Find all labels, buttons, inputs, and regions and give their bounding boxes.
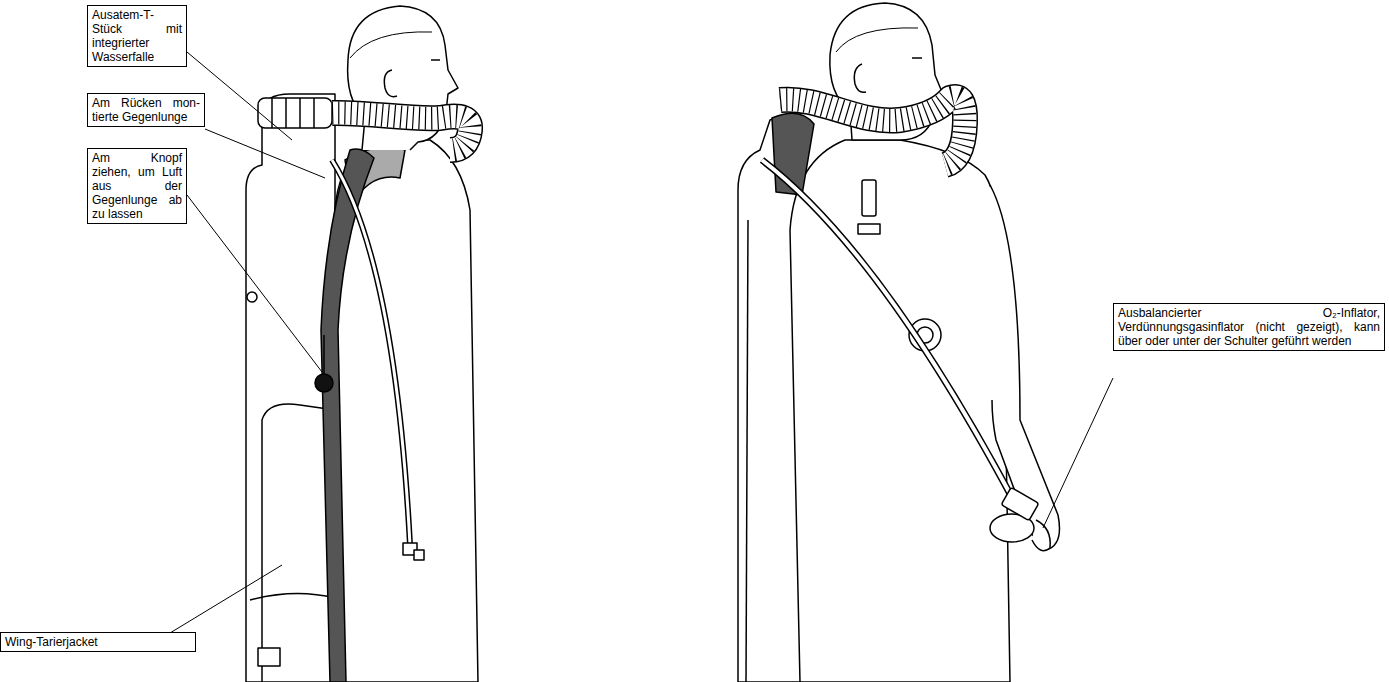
breathing-hose-ribs — [332, 113, 470, 150]
inflator-hose-outline — [762, 160, 1016, 505]
ear — [384, 70, 397, 97]
callout-box: Ausatem-T-Stück mit integrierter Wasserf… — [87, 5, 187, 67]
leader-line — [1043, 378, 1113, 528]
right-diver — [738, 3, 1060, 682]
callout-box: Wing-Tarierjacket — [0, 632, 196, 652]
eye — [431, 59, 440, 61]
strap-clip — [258, 648, 280, 666]
chest-buckle — [862, 180, 876, 216]
hairline — [350, 32, 432, 58]
wing-bcd — [246, 94, 335, 682]
eye — [912, 57, 922, 59]
hose-fill — [332, 160, 410, 545]
arm — [990, 185, 1060, 550]
hose-fitting — [414, 550, 424, 560]
callout-text: Am Knopf ziehen, um Luft aus der Gegenlu… — [92, 151, 182, 221]
ear — [854, 64, 866, 92]
t-piece-ring — [285, 98, 287, 128]
hairline — [836, 28, 918, 52]
leader-line — [170, 565, 282, 633]
callout-text: Wing-Tarierjacket — [5, 635, 191, 649]
torso — [334, 140, 478, 682]
leader-line — [187, 195, 322, 372]
o2-inflator — [1001, 487, 1039, 520]
callout-text: Am Rücken mon- tierte Gegenlunge — [92, 96, 200, 124]
dump-knob — [315, 374, 333, 392]
t-piece — [258, 98, 332, 128]
breathing-hose-outline — [780, 97, 965, 165]
callout-text: Ausbalancierter O₂-Inflator, Verdünnungs… — [1118, 306, 1380, 348]
hand — [1032, 520, 1050, 551]
inflator-hose-fill — [762, 160, 1016, 505]
callout-box: Am Rücken mon- tierte Gegenlunge — [87, 93, 205, 127]
callout-text: Ausatem-T-Stück mit integrierter Wasserf… — [92, 8, 182, 64]
breathing-hose-fill — [780, 97, 965, 165]
backpack-strap — [746, 220, 748, 682]
breathing-hose-fill — [332, 113, 470, 150]
left-diver — [246, 6, 478, 682]
knob-cord — [323, 335, 325, 374]
callout-box: Ausbalancierter O₂-Inflator, Verdünnungs… — [1113, 303, 1385, 351]
leader-lines — [170, 52, 1113, 633]
leader-line — [205, 129, 325, 178]
t-piece-ring — [299, 98, 301, 128]
callout-box: Am Knopf ziehen, um Luft aus der Gegenlu… — [87, 148, 187, 224]
breathing-hose-ribs — [780, 97, 965, 165]
ring — [247, 292, 257, 302]
hose-outline — [332, 160, 410, 545]
wing-line — [250, 593, 335, 600]
t-piece-ring — [313, 98, 315, 128]
breathing-hose-outline — [332, 113, 470, 150]
chest-buckle — [858, 224, 880, 234]
